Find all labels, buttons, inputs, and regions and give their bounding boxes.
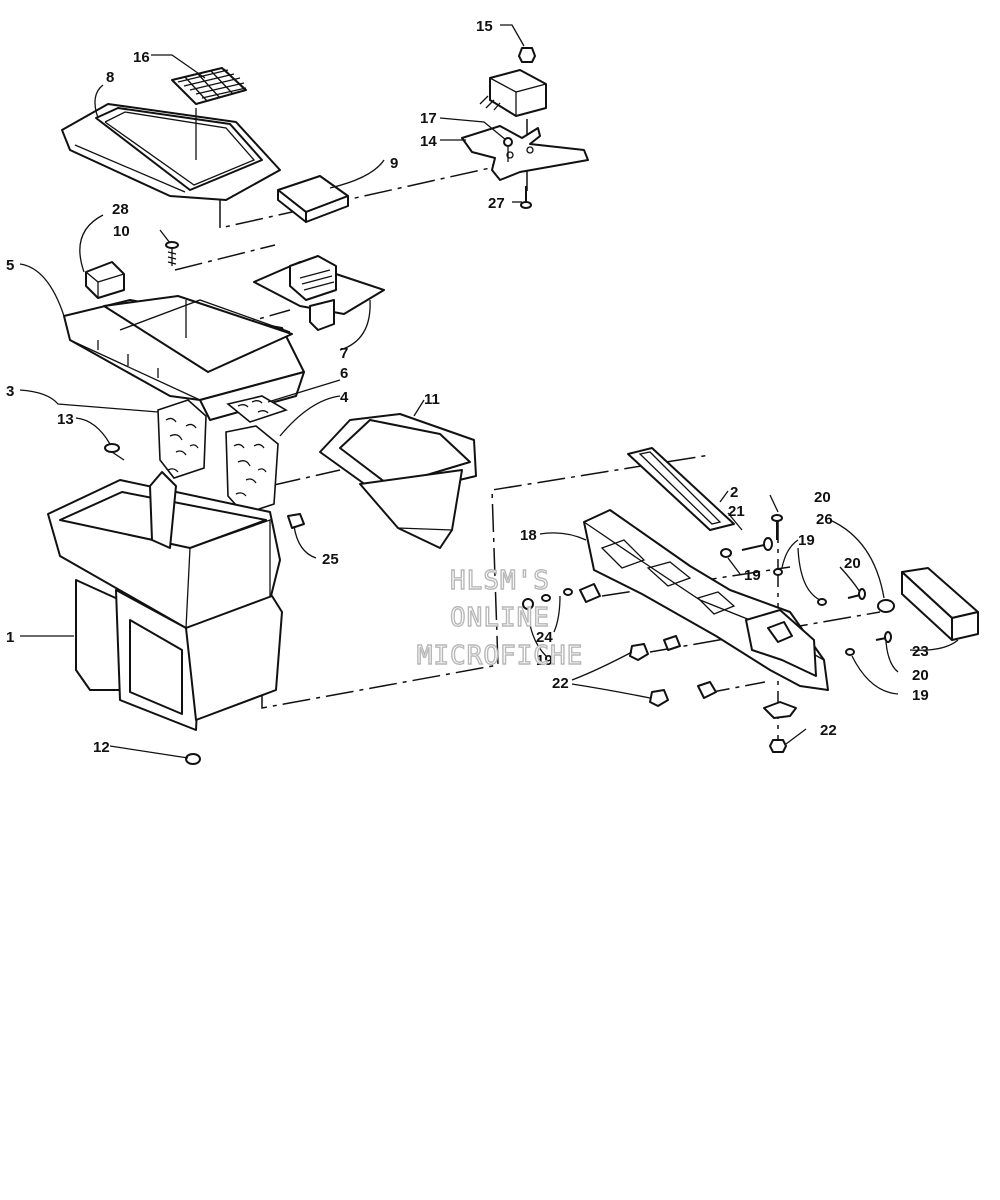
- part-16-screen[interactable]: [171, 67, 247, 105]
- part-7-inlet[interactable]: [253, 255, 385, 331]
- part-12-cap[interactable]: [185, 753, 201, 765]
- callout-3: 3: [6, 383, 14, 400]
- callout-20-b: 20: [844, 555, 861, 572]
- callout-20-c: 20: [912, 667, 929, 684]
- part-25-fitting[interactable]: [287, 513, 305, 529]
- callout-5: 5: [6, 257, 14, 274]
- callout-19-c: 19: [536, 652, 553, 669]
- part-19-washer-a[interactable]: [720, 548, 732, 558]
- part-20-bolt-a[interactable]: [771, 514, 783, 540]
- part-8-cover[interactable]: [61, 103, 281, 201]
- callout-19-a: 19: [744, 567, 761, 584]
- part-23-foam-block[interactable]: [901, 567, 979, 641]
- callout-11: 11: [424, 391, 440, 408]
- callout-4: 4: [340, 389, 349, 406]
- part-20-bolt-c[interactable]: [875, 631, 892, 643]
- callout-8: 8: [106, 69, 114, 86]
- callout-19-b: 19: [798, 532, 815, 549]
- watermark-line-2: ONLINE: [450, 603, 550, 633]
- part-2-gasket[interactable]: [627, 447, 735, 531]
- part-knob[interactable]: [763, 701, 797, 719]
- callout-24: 24: [536, 629, 553, 646]
- part-14-bracket[interactable]: [461, 125, 589, 181]
- callout-16: 16: [133, 49, 150, 66]
- callout-1: 1: [6, 629, 14, 646]
- part-5-upper-housing[interactable]: [63, 295, 305, 421]
- callout-12: 12: [93, 739, 110, 756]
- part-28-grommet[interactable]: [85, 261, 125, 299]
- callout-20-a: 20: [814, 489, 831, 506]
- part-19-washer-d[interactable]: [845, 648, 855, 656]
- part-19-washer-b[interactable]: [773, 568, 783, 576]
- callout-23: 23: [912, 643, 929, 660]
- part-21-bolt[interactable]: [741, 537, 773, 551]
- callout-6: 6: [340, 365, 348, 382]
- callout-18: 18: [520, 527, 537, 544]
- leader-lines: [19, 24, 959, 759]
- part-6-foam-pad[interactable]: [226, 395, 288, 423]
- callout-2: 2: [730, 484, 738, 501]
- callout-28: 28: [112, 201, 129, 218]
- part-3-foam-filter[interactable]: [157, 399, 207, 479]
- callout-13: 13: [57, 411, 74, 428]
- part-26-plug[interactable]: [877, 599, 895, 613]
- part-10-screw[interactable]: [165, 241, 179, 266]
- watermark-line-1: HLSM'S: [450, 566, 550, 596]
- part-20-bolt-b[interactable]: [847, 588, 866, 600]
- callout-19-d: 19: [912, 687, 929, 704]
- callout-26: 26: [816, 511, 833, 528]
- part-9-foam-pad[interactable]: [277, 175, 349, 223]
- part-13-bolt[interactable]: [104, 443, 125, 461]
- callout-10: 10: [113, 223, 130, 240]
- part-22-nut-c[interactable]: [769, 739, 787, 753]
- callout-22-a: 22: [552, 675, 569, 692]
- part-15-nut[interactable]: [518, 47, 536, 63]
- callout-15: 15: [476, 18, 493, 35]
- part-relay-box[interactable]: [479, 69, 547, 117]
- watermark-line-3: MICROFICHE: [417, 641, 584, 671]
- callout-labels: 1 2 3 4 5 6 7 8 9 10 11 12 13 14 15 16 1…: [6, 18, 929, 756]
- part-19-washer-c[interactable]: [817, 598, 827, 606]
- watermark: HLSM'S ONLINE MICROFICHE: [416, 565, 584, 671]
- callout-7: 7: [340, 345, 348, 362]
- part-27-bolt[interactable]: [520, 186, 532, 209]
- part-11-duct[interactable]: [319, 413, 477, 549]
- callout-14: 14: [420, 133, 437, 150]
- callout-27: 27: [488, 195, 505, 212]
- part-22-nut-b[interactable]: [649, 681, 717, 707]
- part-22-nut-a[interactable]: [629, 635, 681, 661]
- part-24-tab[interactable]: [522, 583, 601, 610]
- callout-17: 17: [420, 110, 437, 127]
- callout-21: 21: [728, 503, 745, 520]
- callout-22-b: 22: [820, 722, 837, 739]
- callout-9: 9: [390, 155, 398, 172]
- part-1-lower-box[interactable]: [47, 471, 283, 731]
- part-18-base[interactable]: [583, 509, 829, 691]
- part-4-foam-filter[interactable]: [225, 425, 279, 515]
- callout-25: 25: [322, 551, 339, 568]
